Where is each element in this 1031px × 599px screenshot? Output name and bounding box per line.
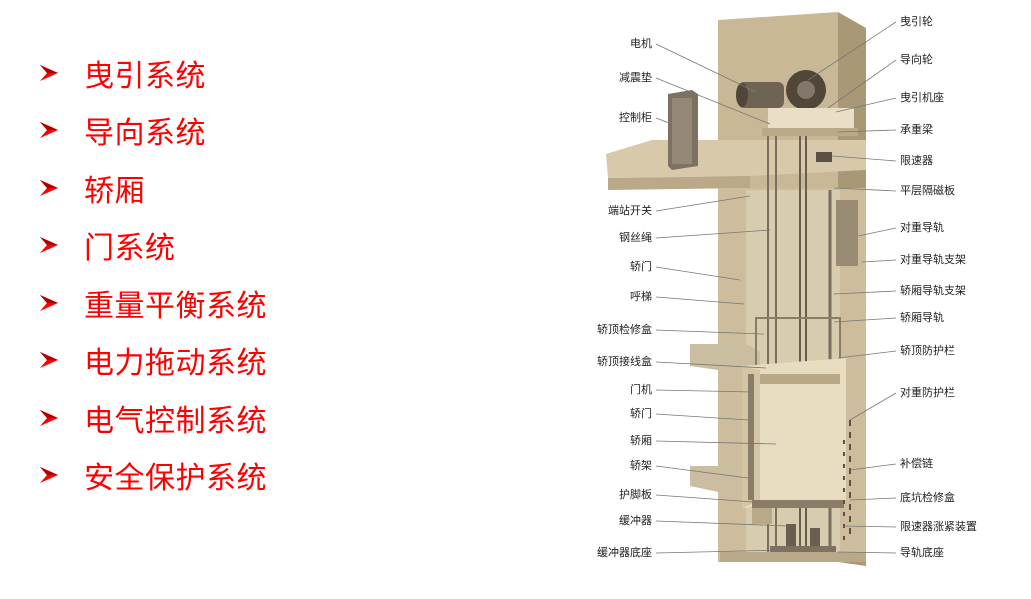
leader-line [861,259,897,263]
right-callout-label: 限速器涨紧装置 [900,520,977,533]
bullet-item: 重量平衡系统 [38,274,267,332]
leader-line [837,551,897,554]
leader-line [655,520,789,527]
right-callout-label: 轿顶防护栏 [900,343,955,357]
bullet-item: 电力拖动系统 [38,332,267,390]
leader-line [849,392,897,421]
leader-line [655,413,749,421]
bullet-label: 重量平衡系统 [84,288,267,324]
leader-line [655,465,749,479]
leader-line [655,329,765,335]
leader-line [655,494,755,503]
leader-line [837,129,897,133]
leader-line [655,440,777,445]
left-callout-label: 轿门 [630,406,652,420]
left-callout-label: 轿厢 [630,433,652,447]
right-label-group: 曳引轮导向轮曳引机座承重梁限速器平层隔磁板对重导轨对重导轨支架轿厢导轨支架轿厢导… [807,14,977,559]
leader-line [833,317,897,323]
left-callout-label: 轿顶检修盒 [597,322,652,336]
leader-line [843,525,897,528]
right-callout-label: 曳引机座 [900,90,944,104]
left-callout-label: 呼梯 [630,290,652,303]
leader-line [655,296,745,305]
leader-line [857,227,897,237]
bullet-label: 门系统 [84,231,176,267]
bullet-item: 导向系统 [38,102,267,160]
elevator-illustration [606,12,866,566]
bullet-label: 安全保护系统 [84,461,267,497]
leader-line [849,463,897,471]
left-callout-label: 轿门 [630,259,652,273]
leader-line [655,43,757,93]
arrow-bullet-icon [40,179,58,196]
right-callout-label: 底坑检修盒 [900,490,955,504]
leader-line [655,361,767,369]
right-callout-label: 限速器 [900,154,933,167]
bullet-item: 曳引系统 [38,44,267,102]
leader-line [655,117,673,125]
bullet-label: 电力拖动系统 [84,346,267,382]
right-callout-label: 轿厢导轨支架 [900,283,966,297]
leader-line [831,155,897,162]
right-callout-label: 补偿链 [900,456,933,470]
arrow-bullet-icon [40,64,58,81]
right-callout-label: 轿厢导轨 [900,310,944,324]
arrow-bullet-icon [40,352,58,369]
bullet-label: 轿厢 [84,173,145,209]
bullet-item: 门系统 [38,217,267,275]
bullet-label: 曳引系统 [84,58,206,94]
arrow-bullet-icon [40,409,58,426]
right-callout-label: 曳引轮 [900,14,933,28]
right-callout-label: 对重导轨 [900,220,944,234]
arrow-bullet-icon [40,467,58,484]
leader-line [655,229,771,239]
leader-line [849,497,897,501]
right-callout-label: 导向轮 [900,52,933,66]
arrow-bullet-icon [40,294,58,311]
leader-line [807,21,897,81]
left-callout-label: 电机 [630,36,652,50]
arrow-bullet-icon [40,237,58,254]
leader-line [833,290,897,295]
left-callout-label: 轿顶接线盒 [597,354,652,368]
arrow-bullet-icon [40,122,58,139]
left-callout-label: 控制柜 [619,110,652,124]
leader-line [655,389,755,393]
right-callout-label: 平层隔磁板 [900,183,955,197]
bullet-list: 曳引系统 导向系统 轿厢 门系统 重量平衡系统 电力拖动系统 电气控制系统 安全… [38,44,267,504]
leader-line [827,59,897,109]
left-callout-label: 护脚板 [619,487,652,501]
bullet-item: 电气控制系统 [38,389,267,447]
left-callout-label: 缓冲器 [619,513,652,527]
bullet-label: 导向系统 [84,116,206,152]
left-callout-label: 门机 [630,382,652,396]
leader-line [655,77,771,125]
bullet-item: 安全保护系统 [38,447,267,505]
bullet-label: 电气控制系统 [84,403,267,439]
left-callout-label: 轿架 [630,458,652,472]
leader-line [655,195,751,212]
left-callout-label: 端站开关 [608,203,652,217]
left-label-group: 电机减震垫控制柜端站开关钢丝绳轿门呼梯轿顶检修盒轿顶接线盒门机轿门轿厢轿架护脚板… [597,36,789,559]
right-callout-label: 对重防护栏 [900,385,955,399]
right-callout-label: 导轨底座 [900,545,944,559]
leader-line [833,187,897,192]
leader-line [835,97,897,113]
left-callout-label: 减震垫 [619,70,652,84]
right-callout-label: 对重导轨支架 [900,252,966,266]
bullet-item: 轿厢 [38,159,267,217]
leader-line [655,266,741,281]
right-callout-label: 承重梁 [900,122,933,136]
left-callout-label: 钢丝绳 [619,230,652,244]
left-callout-label: 缓冲器底座 [597,545,652,559]
leader-line [655,549,787,554]
leader-line [837,350,897,359]
